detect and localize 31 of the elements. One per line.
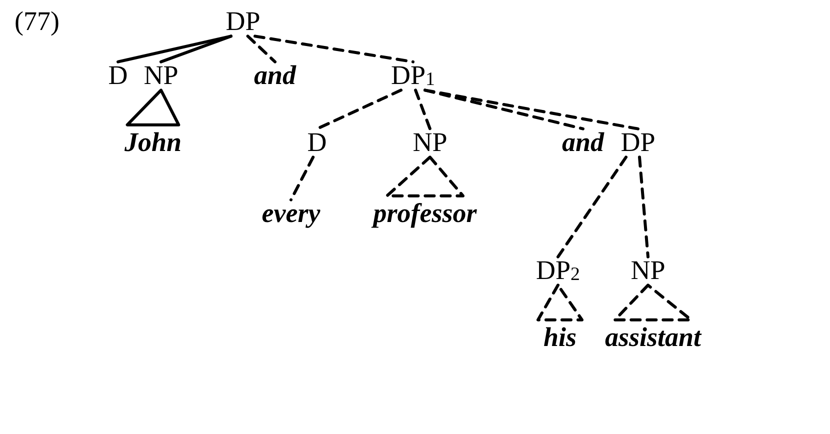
- category-label: NP: [630, 256, 666, 284]
- tree-branch: [254, 34, 414, 64]
- tree-branch: [638, 156, 650, 258]
- terminal-word: his: [543, 322, 577, 352]
- category-label: NP: [144, 60, 178, 90]
- category-label: NP: [412, 128, 448, 156]
- terminal-word: and: [562, 128, 604, 156]
- triangle-branch: [126, 88, 180, 126]
- tree-branch: [290, 156, 315, 202]
- category-label: D: [307, 128, 327, 156]
- terminal-word: assistant: [604, 322, 702, 352]
- triangle-branch: [386, 156, 464, 198]
- tree-branch: [160, 34, 232, 64]
- category-label: DP: [620, 128, 656, 156]
- triangle-branch: [536, 284, 584, 322]
- terminal-word: John: [124, 128, 182, 156]
- tree-branch: [414, 88, 432, 130]
- triangle-branch: [614, 284, 692, 322]
- tree-branch: [316, 88, 402, 130]
- terminal-word: every: [262, 198, 320, 228]
- terminal-word: professor: [373, 198, 477, 228]
- tree-branch: [424, 88, 584, 130]
- terminal-word: and: [254, 60, 296, 90]
- category-label: DP: [226, 6, 260, 36]
- tree-branch: [424, 88, 640, 130]
- tree-branch: [246, 34, 276, 64]
- category-label: DP$_{2}$: [536, 256, 580, 284]
- example-number: (77): [14, 6, 60, 36]
- category-label: DP$_{1}$: [391, 60, 435, 90]
- tree-branch: [556, 156, 628, 258]
- category-label: D: [108, 60, 128, 90]
